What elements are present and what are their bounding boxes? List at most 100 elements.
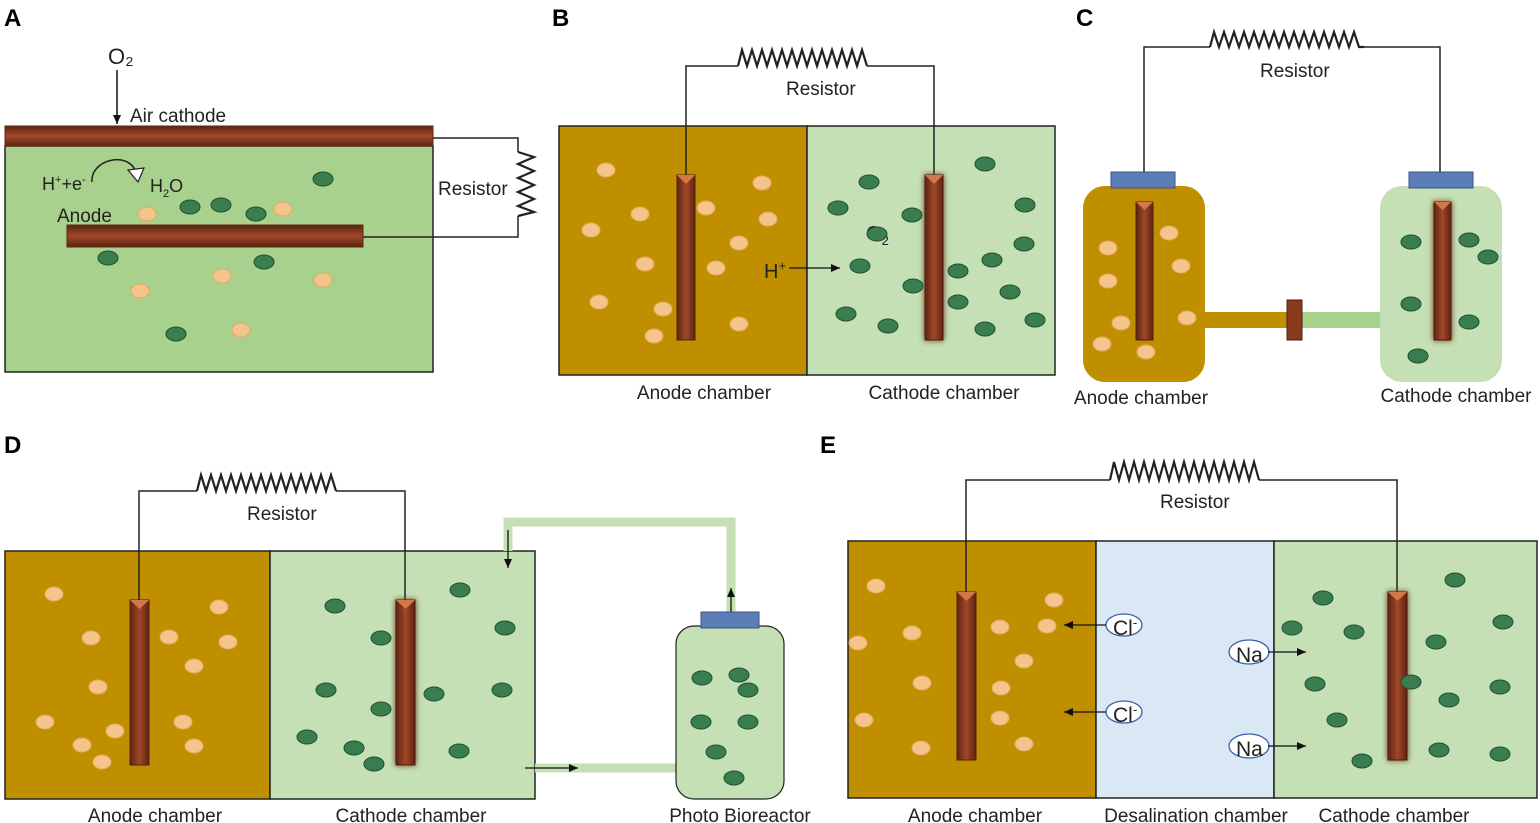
- cathode-bottle-cap: [1408, 171, 1474, 189]
- bacterium-cell: [184, 738, 204, 754]
- bacterium-cell: [1044, 592, 1064, 608]
- resistor-label-a: Resistor: [438, 179, 508, 200]
- algae-cell: [491, 682, 513, 698]
- cathode-chamber-label-c: Cathode chamber: [1380, 386, 1532, 407]
- bacterium-cell: [137, 206, 157, 222]
- bacterium-cell: [72, 737, 92, 753]
- algae-cell: [449, 582, 471, 598]
- algae-cell: [1281, 620, 1303, 636]
- algae-cell: [370, 701, 392, 717]
- o2-label-a: O₂: [108, 44, 134, 69]
- algae-cell: [1014, 197, 1036, 213]
- bacterium-cell: [212, 268, 232, 284]
- panel-b-microbes: [581, 156, 1046, 344]
- panel-d-label: D: [4, 432, 21, 459]
- panel-c-label: C: [1076, 5, 1093, 32]
- cathode-chamber-label-d: Cathode chamber: [335, 806, 487, 823]
- algae-cell: [1312, 590, 1334, 606]
- anode-chamber-label-d: Anode chamber: [88, 806, 223, 823]
- salt-bridge-anode-side: [1205, 312, 1290, 328]
- algae-cell: [974, 321, 996, 337]
- algae-cell: [737, 682, 759, 698]
- algae-cell: [999, 284, 1021, 300]
- bacterium-cell: [88, 679, 108, 695]
- bacterium-cell: [231, 322, 251, 338]
- algae-cell: [1489, 679, 1511, 695]
- bacterium-cell: [706, 260, 726, 276]
- algae-cell: [1444, 572, 1466, 588]
- anode-chamber-label-e: Anode chamber: [908, 806, 1043, 823]
- algae-cell: [901, 207, 923, 223]
- algae-cell: [1458, 232, 1480, 248]
- cathode-electrode-b-tip: [925, 175, 943, 184]
- algae-cell: [858, 174, 880, 190]
- algae-cell: [165, 326, 187, 342]
- resistor-label-b: Resistor: [786, 79, 856, 100]
- svg-text:H++e-: H++e-: [42, 174, 86, 194]
- reaction-curve-arrow: [91, 158, 137, 183]
- algae-cell: [947, 263, 969, 279]
- algae-cell: [1400, 674, 1422, 690]
- bacterium-cell: [273, 201, 293, 217]
- reaction-label: H++e- H2O: [42, 158, 183, 200]
- panel-b: B Resistor O2 H+ Anode chamber Cathode c…: [552, 5, 1056, 404]
- bacterium-cell: [1037, 618, 1057, 634]
- bacterium-cell: [758, 211, 778, 227]
- bacterium-cell: [729, 316, 749, 332]
- photo-bioreactor-label: Photo Bioreactor: [669, 806, 811, 823]
- anode-electrode-c: [1135, 201, 1154, 341]
- algae-cell: [849, 258, 871, 274]
- algae-cell: [947, 294, 969, 310]
- bacterium-cell: [848, 635, 868, 651]
- algae-cell: [296, 729, 318, 745]
- algae-cell: [877, 318, 899, 334]
- algae-cell: [179, 199, 201, 215]
- desalination-chamber-label-e: Desalination chamber: [1104, 806, 1288, 823]
- algae-cell: [363, 756, 385, 772]
- wire-a-bottom: [363, 216, 519, 238]
- panel-e: E Resistor Cl- Cl- Na Na Ano: [820, 432, 1538, 823]
- algae-cell: [691, 670, 713, 686]
- sodium-ion-1: Na: [1228, 639, 1270, 667]
- membrane-c: [1286, 299, 1303, 341]
- algae-cell: [690, 714, 712, 730]
- bacterium-cell: [92, 754, 112, 770]
- cathode-electrode-b: [924, 174, 944, 341]
- panel-a: A O₂ Air cathode H++e- H2O Anode Resisto…: [4, 5, 538, 373]
- algae-cell: [494, 620, 516, 636]
- algae-cell: [1351, 753, 1373, 769]
- algae-cell: [1407, 348, 1429, 364]
- sodium-ion-2: Na: [1228, 733, 1270, 761]
- bacterium-cell: [184, 658, 204, 674]
- svg-text:Cl-: Cl-: [1113, 702, 1137, 727]
- resistor-label-c: Resistor: [1260, 61, 1330, 82]
- bacterium-cell: [581, 222, 601, 238]
- algae-cell: [1477, 249, 1499, 265]
- panel-c: C Resistor Anode chamber Cathode chamber: [1074, 5, 1532, 409]
- resistor-d: [195, 470, 338, 495]
- algae-cell: [1024, 312, 1046, 328]
- anode-electrode-b-tip: [677, 175, 695, 184]
- bacterium-cell: [990, 619, 1010, 635]
- algae-cell: [423, 686, 445, 702]
- resistor-c: [1208, 28, 1364, 51]
- bacterium-cell: [218, 634, 238, 650]
- algae-cell: [1428, 742, 1450, 758]
- bacterium-cell: [911, 740, 931, 756]
- bacterium-cell: [81, 630, 101, 646]
- algae-cell: [902, 278, 924, 294]
- panel-d: D Resistor Anode chamber Cathode chamber…: [4, 432, 811, 823]
- anode-chamber-label-b: Anode chamber: [637, 383, 772, 404]
- photo-bioreactor-cap: [700, 611, 760, 629]
- algae-cell: [370, 630, 392, 646]
- resistor-label-e: Resistor: [1160, 492, 1230, 513]
- bacterium-cell: [589, 294, 609, 310]
- algae-cell: [981, 252, 1003, 268]
- bacterium-cell: [1159, 225, 1179, 241]
- wire-e-left: [965, 479, 1110, 592]
- wire-d-right: [336, 490, 406, 600]
- panel-d-microbes: [35, 582, 759, 786]
- bacterium-cell: [1098, 240, 1118, 256]
- resistor-e: [1108, 457, 1261, 485]
- h-plus-label-b: H+: [764, 258, 786, 283]
